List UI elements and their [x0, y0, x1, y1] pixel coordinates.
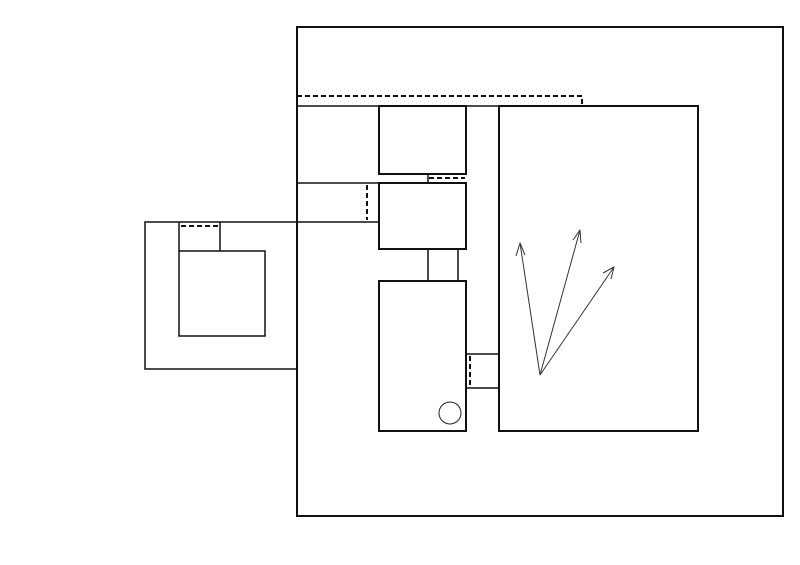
large-right-chamber	[498, 105, 699, 432]
left-annex	[144, 221, 297, 370]
arrow-2	[539, 229, 581, 376]
arrow-3	[539, 266, 615, 376]
arrow-3-head	[602, 266, 615, 280]
circular-marker	[438, 401, 462, 425]
middle-chamber	[378, 182, 467, 250]
diverging-arrows	[515, 229, 615, 376]
arrow-1	[519, 242, 541, 376]
left-annex-inner-room	[178, 250, 266, 337]
arrow-2-head	[572, 229, 582, 244]
outer-enclosure	[296, 26, 784, 517]
arrow-1-head	[515, 242, 526, 257]
top-left-chamber	[378, 105, 467, 175]
top-dashed-boundary	[297, 95, 583, 106]
bottom-chamber	[378, 280, 467, 432]
